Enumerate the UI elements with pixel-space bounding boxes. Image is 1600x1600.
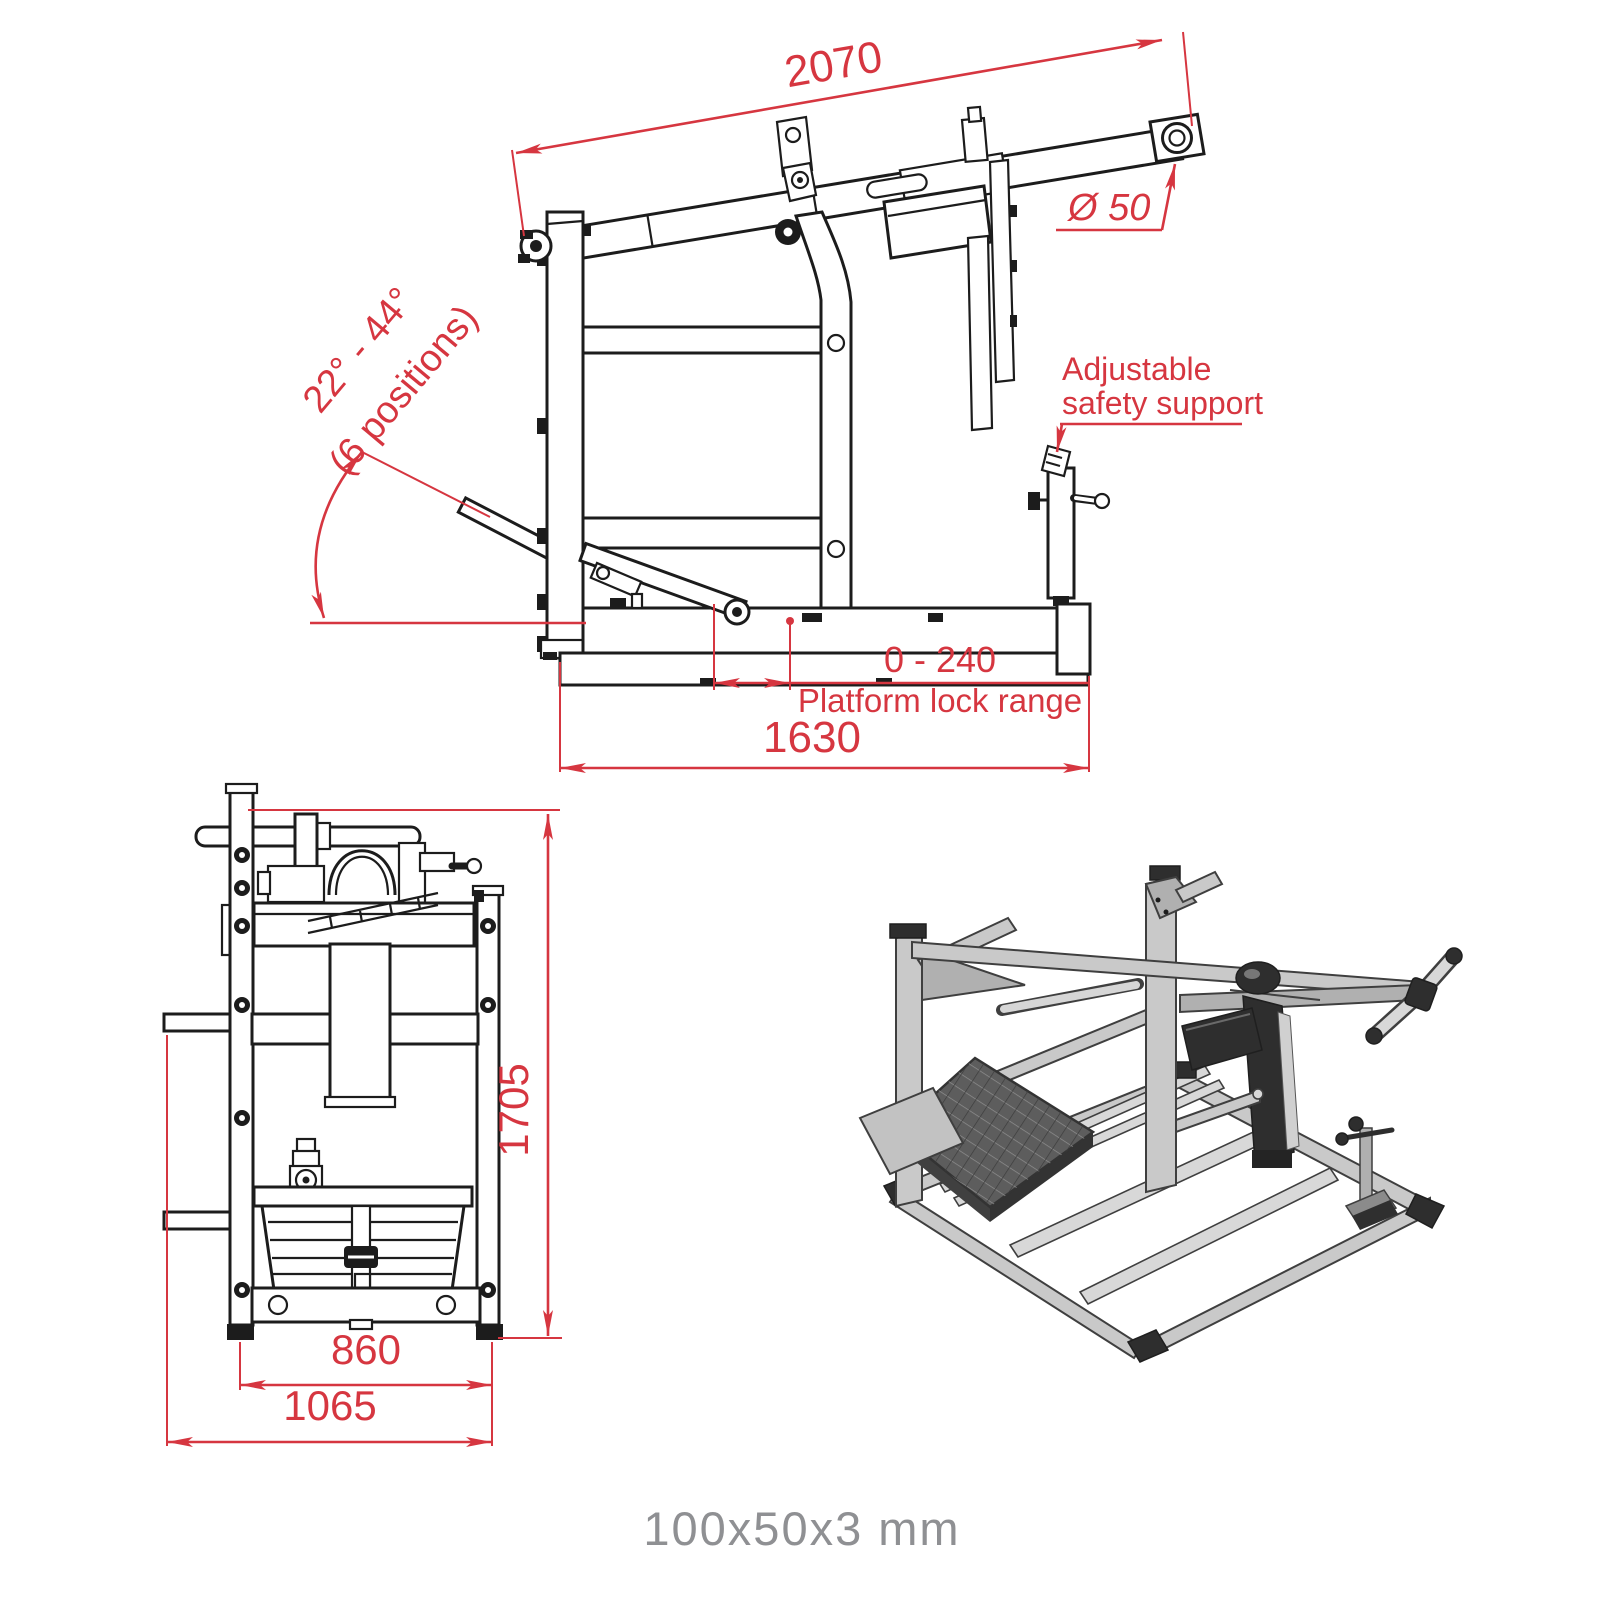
dim-platform-lock: 0 - 240 <box>884 639 996 680</box>
center-column <box>794 210 853 652</box>
front-left-post <box>228 789 255 1327</box>
iso-tower <box>1145 875 1177 1194</box>
front-view <box>162 782 505 1340</box>
dim-inner-width: 860 <box>331 1326 401 1373</box>
label-platform-lock-range: Platform lock range <box>798 682 1082 719</box>
left-post <box>518 210 599 660</box>
frame-rung-upper <box>581 325 823 355</box>
iso-back-pad <box>1175 995 1300 1168</box>
footer-tube-profile: 100x50x3 mm <box>643 1502 960 1555</box>
safety-support <box>1028 444 1111 606</box>
front-foot-platform <box>252 1185 474 1304</box>
dim-tube-diameter: Ø 50 <box>1066 187 1150 229</box>
side-view-annotations: 2070 Ø 50 22° - 44° (6 positions) Adjust… <box>295 31 1263 773</box>
foot-platform-side <box>578 541 751 626</box>
front-view-annotations: 1705 860 1065 <box>166 809 562 1447</box>
base-end-block <box>1055 602 1092 676</box>
base-frame <box>558 606 1090 687</box>
front-base <box>227 1286 503 1340</box>
frame-rung-lower <box>581 516 823 550</box>
side-stub-lower <box>162 1210 232 1231</box>
dim-height: 1705 <box>490 1063 537 1156</box>
iso-safety-stop <box>1335 1116 1398 1230</box>
side-stub-upper <box>162 1012 232 1033</box>
dim-base-length: 1630 <box>763 713 861 762</box>
isometric-view <box>858 865 1463 1363</box>
iso-foot-platform <box>858 1056 1096 1222</box>
iso-handles <box>1365 947 1463 1045</box>
iso-seat-cushion <box>1181 1007 1263 1071</box>
dim-arm-length: 2070 <box>781 32 886 97</box>
side-view <box>456 105 1206 687</box>
front-center-column <box>328 942 392 1102</box>
dim-outer-width: 1065 <box>283 1382 376 1429</box>
label-safety-support-line1: Adjustable <box>1062 351 1211 387</box>
front-bolts <box>234 847 496 1298</box>
label-safety-support-line2: safety support <box>1062 385 1263 421</box>
seat-and-back-pad <box>775 158 1017 432</box>
